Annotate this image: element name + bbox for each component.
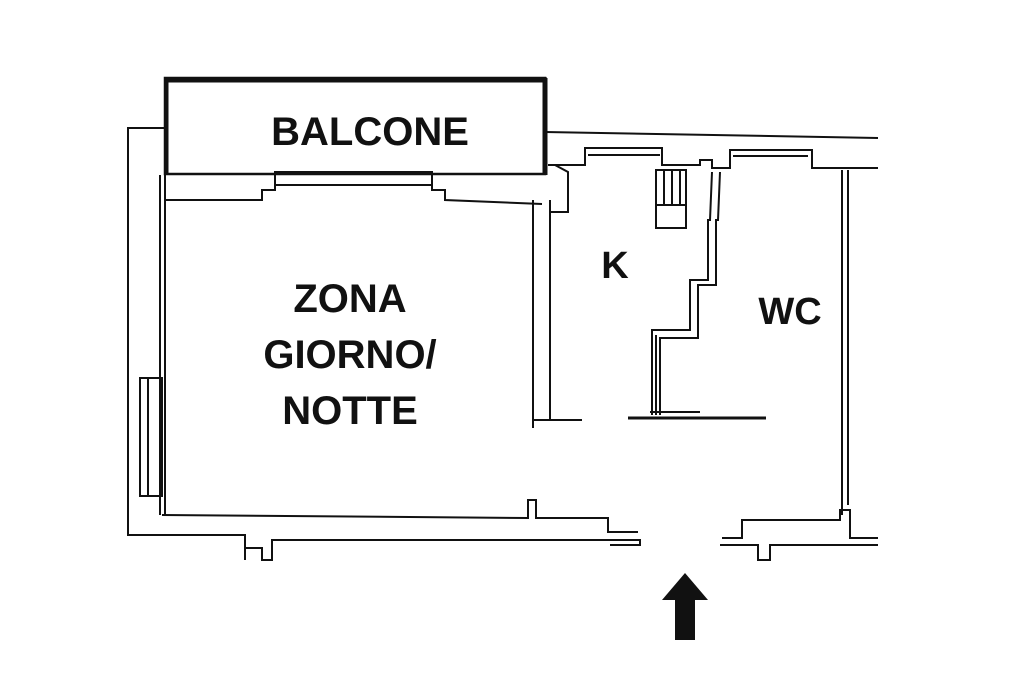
living-wall-bottom xyxy=(161,499,638,533)
arrow-up-icon xyxy=(662,573,708,640)
outer-wall-left xyxy=(127,127,246,560)
kitchen-wc-partition xyxy=(628,169,766,420)
partition-kitchen-wc-b xyxy=(659,171,721,415)
kitchen-wall-top xyxy=(548,147,878,169)
outer-wall-bottom-right-lower xyxy=(720,544,878,561)
partition-kitchen-wc-a xyxy=(651,171,713,415)
outer-wall-bottom-right xyxy=(722,509,878,539)
left-window xyxy=(139,377,163,497)
label-zona-line1: ZONA xyxy=(293,277,406,321)
label-balcone: BALCONE xyxy=(271,110,469,154)
balcony xyxy=(163,76,548,176)
label-kitchen: K xyxy=(601,245,629,287)
outer-wall-bottom-left xyxy=(245,539,641,561)
entrance-arrow xyxy=(662,573,708,640)
kitchen-wall-left xyxy=(548,164,569,213)
outer-walls xyxy=(127,127,879,561)
living-wall-top xyxy=(165,171,543,205)
outer-wall-top-right xyxy=(544,131,879,139)
label-zona-line3: NOTTE xyxy=(282,389,418,433)
label-wc: WC xyxy=(758,291,821,333)
label-zona-line2: GIORNO/ xyxy=(263,333,436,377)
